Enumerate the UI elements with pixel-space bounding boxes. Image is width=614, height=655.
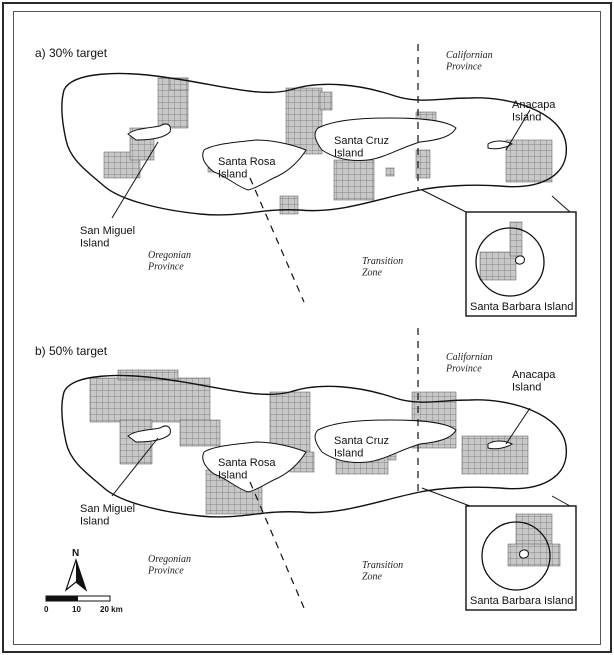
north-label: N <box>72 548 79 559</box>
panel-b-50-percent: b) 50% target <box>35 328 577 611</box>
santa-barbara-inset-b: Santa Barbara Island <box>465 505 577 611</box>
north-arrow-icon: N <box>64 548 88 592</box>
reserve-cells-b <box>89 369 529 515</box>
transition-zone-a: Transition Zone <box>362 256 406 279</box>
oregonian-province-a: Oregonian Province <box>147 250 193 273</box>
province-dividers-a <box>249 44 419 303</box>
panel-a-30-percent: a) 30% target <box>35 44 577 317</box>
santa-barbara-label-b: Santa Barbara Island <box>470 595 573 607</box>
islands-b <box>127 419 513 493</box>
panel-b-label: b) 50% target <box>35 344 108 358</box>
scale-tick-0: 0 <box>44 605 49 614</box>
scale-tick-10: 10 <box>72 605 81 614</box>
scale-bar: 0 10 20 km <box>44 595 123 614</box>
panel-a-label: a) 30% target <box>35 46 108 60</box>
scale-tick-20: 20 km <box>100 605 123 614</box>
californian-province-a: Californian Province <box>445 50 495 73</box>
boundary-outline-b <box>61 374 567 518</box>
islands-a <box>127 117 513 191</box>
reserve-cells-a <box>103 77 553 215</box>
santa-barbara-inset-a: Santa Barbara Island <box>465 211 577 317</box>
leader-lines-b <box>111 407 571 507</box>
leader-lines-a <box>111 109 571 219</box>
santa-barbara-label-a: Santa Barbara Island <box>470 301 573 313</box>
boundary-outline-a <box>61 72 567 216</box>
province-dividers-b <box>249 328 419 609</box>
